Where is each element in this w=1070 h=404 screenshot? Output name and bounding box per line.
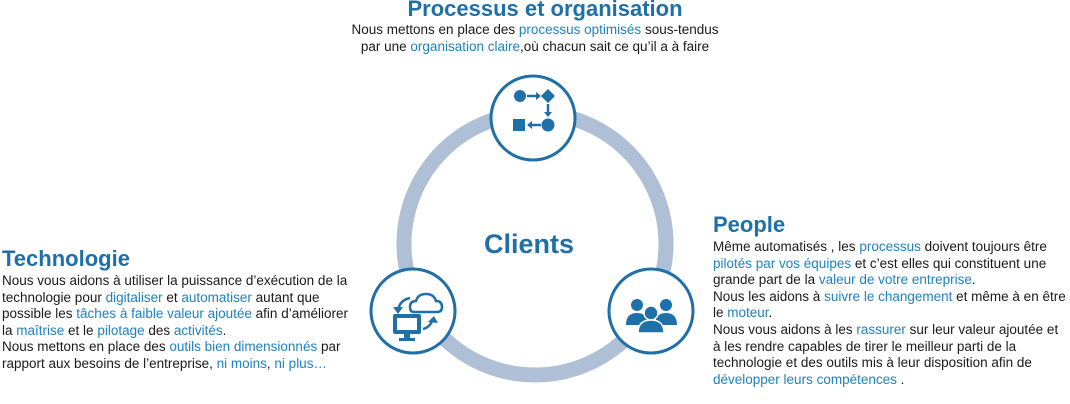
node-process-circle [489,74,577,162]
node-process [489,74,577,162]
people-description: Même automatisés , les processus doivent… [713,239,1069,388]
process-flow-icon [513,89,555,132]
node-technology [369,267,457,355]
technology-description: Nous vous aidons à utiliser la puissance… [2,273,362,373]
people-paragraph-2: Nous les aidons à suivre le changement e… [713,288,1066,321]
node-people [607,267,695,355]
process-line-2: par une organisation claire,où chacun sa… [360,38,710,54]
process-title: Processus et organisation [407,0,683,21]
team-people-icon [626,299,677,334]
center-label: Clients [484,229,575,259]
highlight-organisation-claire: organisation claire [410,38,520,54]
process-description: Nous mettons en place des processus opti… [0,22,1070,55]
technology-title: Technologie [2,246,130,271]
people-paragraph-1: Même automatisés , les processus doivent… [713,239,1047,288]
process-line-1: Nous mettons en place des processus opti… [351,22,719,37]
cloud-computer-sync-icon [393,292,444,341]
people-title: People [713,212,786,237]
highlight-processus-optimises: processus optimisés [518,22,642,37]
technology-paragraph-2: Nous mettons en place des outils bien di… [2,339,341,371]
technology-paragraph-1: Nous vous aidons à utiliser la puissance… [2,273,348,338]
people-paragraph-3: Nous vous aidons à les rassurer sur leur… [713,321,1059,387]
